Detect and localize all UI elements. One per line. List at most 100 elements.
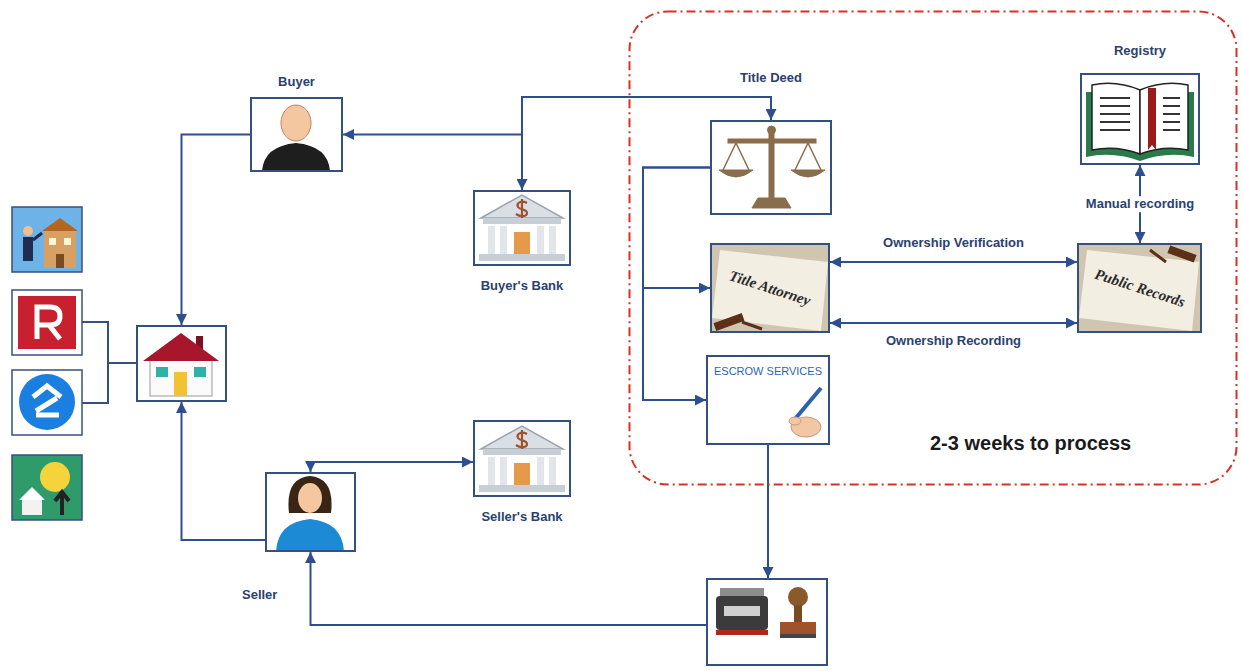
node-label: ESCROW SERVICES [714,365,822,378]
edge-label: Ownership Recording [883,333,1024,349]
listing-logo-tiles-part [18,296,76,349]
listing-logo-tiles-part [23,237,33,261]
listing-logo-tiles-part [23,226,33,236]
bank-box: Buyer's Bank [473,190,571,266]
buyer-figure [262,105,330,171]
registry-book-part [1148,88,1156,150]
scales-icon [719,126,825,208]
seller-box: Seller [265,472,356,552]
title-attorney-picture [712,245,828,331]
listing-logo-tiles-part [12,455,82,520]
title-attorney-picture-part [712,245,828,331]
connector-arrow [643,168,710,401]
scales-icon-part [728,139,816,143]
connector-arrow [830,322,1077,324]
escrow-hand-part [789,417,801,425]
bank-icons-part [479,195,565,261]
connector-arrow [830,261,1077,263]
connector-arrow [311,462,474,472]
connector-arrow [767,445,769,578]
node-label: Seller's Bank [481,509,562,525]
listing-logo-tiles-part [12,290,82,355]
title-attorney-box: Title Attorney [710,243,830,333]
node-label: Registry [1114,43,1166,59]
registry-book-part [1092,83,1140,154]
node-label: Public Records [1092,265,1187,311]
node-label: Buyer [278,74,315,90]
stamp-icons-part [716,630,768,635]
seller-figure-part [298,483,322,513]
listing-logo-tiles-part [12,207,82,272]
dash-dot-outline [630,12,1237,485]
stamp-box [706,578,828,666]
stamp-icons-part [724,606,760,616]
buyer-figure-part [262,143,330,171]
connector-arrow [311,552,707,625]
public-records-picture [1079,245,1200,331]
scales-icon-part [719,170,753,177]
house-icon-part [150,358,212,396]
scales-icon-part [791,170,825,177]
connector-arrow [343,135,522,191]
house-icon [143,333,219,396]
scales-icon-part [723,143,821,170]
listing-logo-tiles-part [64,238,71,245]
stamp-icons-part [788,587,808,607]
stamp-icons-part [716,596,768,630]
listing-logo-tiles-part [19,487,45,500]
public-records-picture-part [1079,250,1199,331]
node-label: Buyer's Bank [481,278,564,294]
registry-box: Registry [1080,73,1200,165]
public-records-box: Public Records [1077,243,1202,333]
seller-figure-part [276,519,344,551]
listing-logo-tiles-part [33,233,42,240]
registry-book [1086,83,1194,161]
listing-logo-tiles-part [44,230,76,268]
registry-book-part [1100,98,1180,130]
escrow-hand [789,388,821,437]
bank-icons-part [479,426,565,492]
scales-icon-part [768,126,776,134]
listing-logo-tiles-part [22,500,42,515]
stamp-icons-part [794,605,802,623]
house-icon-part [194,367,206,377]
title-attorney-picture-part [712,250,828,331]
bank-box: Seller's Bank [473,420,571,497]
listing-logo-tiles-part [56,254,64,268]
public-records-picture-part [1167,245,1196,262]
title-attorney-picture-part [714,313,745,331]
listing-logo-tiles-part [37,307,60,339]
escrow-hand-part [795,388,821,419]
escrow-box: ESCROW SERVICES [706,355,830,445]
title-deed-box: Title Deed [710,120,832,215]
seller-figure-part [288,476,331,513]
connector-arrow [522,97,771,190]
connector-arrow [643,168,710,289]
connector-arrow [182,135,251,326]
edge-label: Ownership Verification [880,235,1027,251]
house-icon-part [143,333,219,361]
stamp-icons-part [780,634,816,638]
listing-logo-tiles-part [40,462,70,492]
node-label: Seller [242,587,277,603]
house-box [136,325,227,402]
public-records-picture-part [1150,250,1166,262]
listing-logo-tiles-part [42,218,78,231]
registry-book-part [1140,83,1188,154]
buyer-box: Buyer [250,97,343,172]
stamp-icons [716,587,816,638]
node-label: Title Attorney [727,266,813,309]
bank-icons [479,195,565,492]
buyer-figure-part [281,105,311,141]
listing-logo-tiles-part [33,386,61,415]
listing-logo-tiles-part [12,370,82,435]
listing-logo-tiles [12,207,136,520]
public-records-picture-part [1079,245,1200,331]
listing-logo-tiles-part [19,374,75,430]
listing-logo-tiles-part [82,322,136,403]
seller-figure [276,476,344,551]
